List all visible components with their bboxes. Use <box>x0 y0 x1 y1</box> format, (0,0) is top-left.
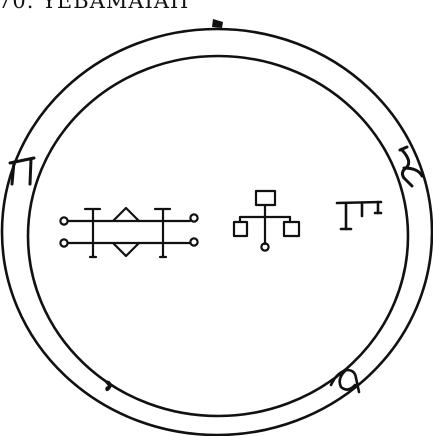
ring-glyph-lower-left <box>104 381 112 392</box>
outer-ring <box>2 29 432 435</box>
inner-ring <box>28 56 408 416</box>
comb-sigil <box>337 202 381 229</box>
double-bar-diamond-sigil <box>60 208 197 257</box>
ring-glyph-left <box>10 158 34 184</box>
ring-glyph-right <box>400 147 422 186</box>
box-tree-sigil <box>234 191 299 251</box>
ring-glyph-top <box>212 19 223 28</box>
